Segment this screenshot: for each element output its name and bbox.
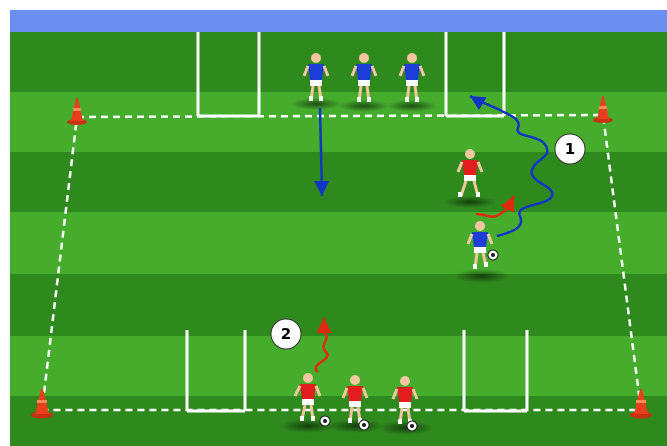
pitch [10,32,667,446]
ball-red-3 [407,421,417,431]
step-label-1: 1 [555,134,585,164]
ball-red-1 [320,416,330,426]
svg-text:1: 1 [565,140,575,158]
svg-text:2: 2 [281,325,291,343]
ball-blue-dribbler [488,250,498,260]
step-label-2: 2 [271,319,301,349]
top-banner [10,10,667,32]
ball-red-2 [359,420,369,430]
